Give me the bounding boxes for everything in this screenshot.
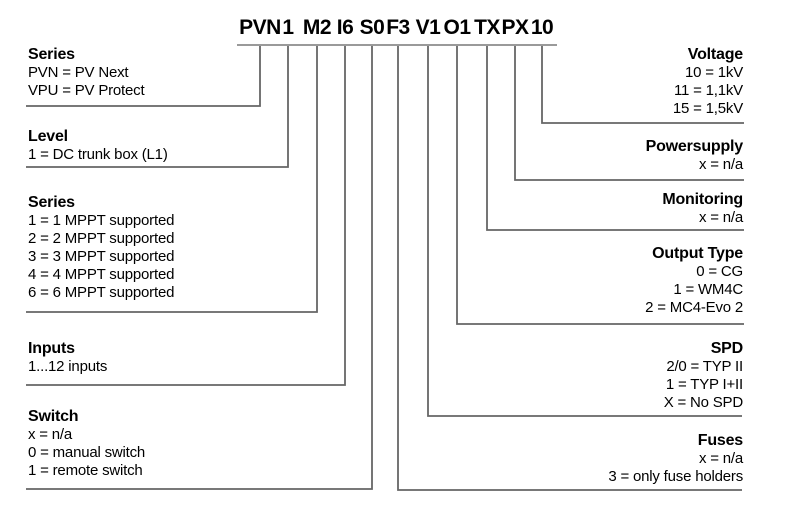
- block-line: VPU = PV Protect: [28, 82, 145, 99]
- block-line: 15 = 1,5kV: [672, 100, 743, 117]
- block-title: Switch: [28, 408, 79, 425]
- connector-output-type: [456, 46, 744, 325]
- block-title: Voltage: [687, 46, 743, 63]
- connector-mppt: [26, 46, 318, 313]
- block-level: Level 1 = DC trunk box (L1): [28, 128, 168, 164]
- block-line: 11 = 1,1kV: [673, 82, 743, 99]
- connector-monitoring: [486, 46, 744, 231]
- block-voltage: Voltage 10 = 1kV 11 = 1,1kV 15 = 1,5kV: [673, 46, 743, 118]
- block-line: 6 = 6 MPPT supported: [28, 284, 175, 301]
- block-line: 0 = CG: [696, 263, 743, 280]
- block-mppt-series: Series 1 = 1 MPPT supported 2 = 2 MPPT s…: [28, 194, 174, 302]
- block-line: x = n/a: [698, 156, 743, 173]
- block-title: Series: [28, 194, 75, 211]
- block-line: 1 = WM4C: [673, 281, 743, 298]
- code-segment-level: 1: [277, 14, 299, 46]
- block-powersupply: Powersupply x = n/a: [645, 138, 744, 174]
- block-line: 0 = manual switch: [28, 444, 146, 461]
- block-line: 10 = 1kV: [684, 64, 743, 81]
- block-title: Fuses: [697, 432, 743, 449]
- block-line: PVN = PV Next: [28, 64, 129, 81]
- connector-inputs: [26, 46, 346, 386]
- connector-voltage: [541, 46, 744, 124]
- block-line: 1 = DC trunk box (L1): [28, 146, 168, 163]
- block-title: Inputs: [28, 340, 75, 357]
- block-series: Series PVN = PV Next VPU = PV Protect: [28, 46, 145, 100]
- block-line: 2/0 = TYP II: [666, 358, 743, 375]
- code-segment-powersupply: PX: [498, 14, 532, 46]
- connector-series: [26, 46, 261, 107]
- block-title: SPD: [710, 340, 744, 357]
- code-segment-voltage: 10: [527, 14, 557, 46]
- code-segment-monitoring: TX: [470, 14, 504, 46]
- code-segment-switch: S0: [355, 14, 389, 46]
- block-line: 2 = MC4-Evo 2: [645, 299, 743, 316]
- block-line: x = n/a: [698, 209, 743, 226]
- block-inputs: Inputs 1...12 inputs: [28, 340, 107, 376]
- block-line: x = n/a: [698, 450, 743, 467]
- block-title: Monitoring: [662, 191, 743, 208]
- connector-level: [26, 46, 289, 168]
- block-title: Powersupply: [645, 138, 744, 155]
- block-line: 1 = remote switch: [28, 462, 143, 479]
- block-line: 1...12 inputs: [28, 358, 108, 375]
- connector-powersupply: [514, 46, 744, 181]
- block-line: 2 = 2 MPPT supported: [28, 230, 175, 247]
- block-output-type: Output Type 0 = CG 1 = WM4C 2 = MC4-Evo …: [645, 245, 743, 317]
- block-line: 3 = 3 MPPT supported: [28, 248, 175, 265]
- block-switch: Switch x = n/a 0 = manual switch 1 = rem…: [28, 408, 145, 480]
- block-line: 4 = 4 MPPT supported: [28, 266, 175, 283]
- code-segment-spd: V1: [411, 14, 445, 46]
- code-segment-mppt: M2: [299, 14, 335, 46]
- block-line: 3 = only fuse holders: [608, 468, 743, 485]
- block-line: X = No SPD: [663, 394, 743, 411]
- code-segment-fuses: F3: [381, 14, 415, 46]
- block-line: 1 = 1 MPPT supported: [28, 212, 175, 229]
- code-segment-inputs: I6: [330, 14, 360, 46]
- block-fuses: Fuses x = n/a 3 = only fuse holders: [608, 432, 743, 486]
- code-segment-series: PVN: [237, 14, 283, 46]
- block-line: x = n/a: [28, 426, 73, 443]
- block-title: Series: [28, 46, 75, 63]
- connector-spd: [427, 46, 742, 417]
- block-title: Level: [28, 128, 68, 145]
- block-spd: SPD 2/0 = TYP II 1 = TYP I+II X = No SPD: [664, 340, 743, 412]
- connector-switch: [26, 46, 373, 490]
- block-title: Output Type: [652, 245, 743, 262]
- block-monitoring: Monitoring x = n/a: [662, 191, 743, 227]
- connector-fuses: [397, 46, 742, 491]
- code-segment-output-type: O1: [440, 14, 474, 46]
- block-line: 1 = TYP I+II: [665, 376, 743, 393]
